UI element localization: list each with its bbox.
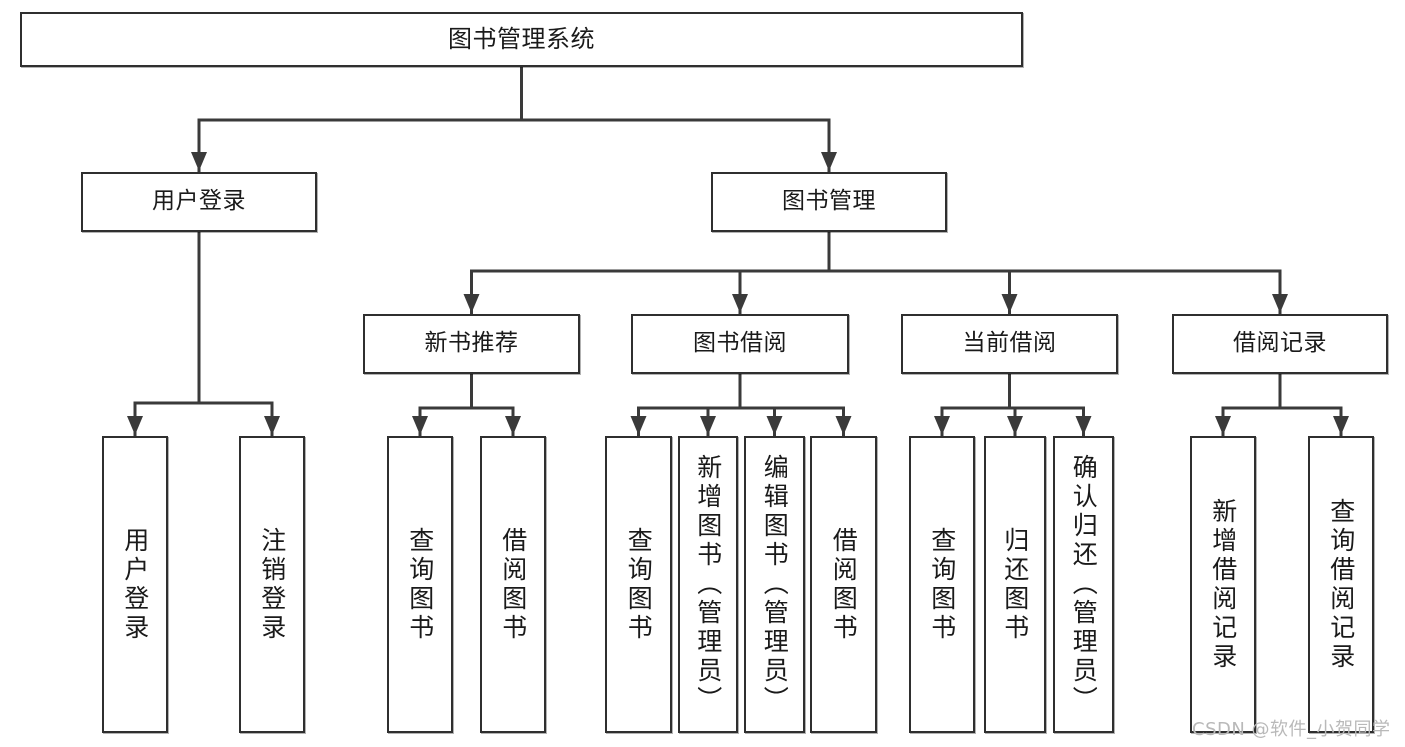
node-label: 借阅图书 (829, 526, 859, 643)
node-bookmgmt[interactable]: 图书管理 (711, 172, 947, 232)
arrowhead-icon (412, 416, 428, 435)
node-l-nb-query[interactable]: 查询图书 (387, 436, 453, 733)
arrowhead-icon (1075, 416, 1092, 435)
node-label: 图书管理系统 (448, 25, 595, 54)
node-label: 查询图书 (405, 526, 435, 643)
node-label: 注销登录 (257, 526, 287, 643)
node-l-creturn[interactable]: 归还图书 (984, 436, 1046, 733)
node-label: 查询借阅记录 (1326, 497, 1356, 672)
arrowhead-icon (934, 416, 950, 435)
node-l-radd[interactable]: 新增借阅记录 (1190, 436, 1256, 733)
arrowhead-icon (821, 152, 837, 171)
arrowhead-icon (127, 416, 143, 435)
node-l-bborrow[interactable]: 借阅图书 (810, 436, 877, 733)
node-label: 当前借阅 (962, 330, 1057, 357)
node-l-cq[interactable]: 查询图书 (909, 436, 975, 733)
node-label: 编辑图书（管理员） (760, 454, 790, 715)
arrowhead-icon (1007, 416, 1023, 435)
node-root[interactable]: 图书管理系统 (20, 12, 1023, 67)
node-login[interactable]: 用户登录 (81, 172, 317, 232)
node-label: 图书管理 (782, 188, 876, 215)
node-label: 用户登录 (120, 526, 150, 643)
arrowhead-icon (463, 294, 480, 313)
arrowhead-icon (700, 416, 716, 435)
node-label: 借阅记录 (1233, 330, 1327, 357)
node-current[interactable]: 当前借阅 (901, 314, 1118, 374)
node-records[interactable]: 借阅记录 (1172, 314, 1388, 374)
arrowhead-icon (1333, 416, 1349, 435)
node-l-cconfirm[interactable]: 确认归还（管理员） (1053, 436, 1114, 733)
node-label: 新增图书（管理员） (693, 454, 723, 715)
node-label: 归还图书 (1000, 526, 1030, 643)
node-l-badd[interactable]: 新增图书（管理员） (678, 436, 738, 733)
node-borrow[interactable]: 图书借阅 (631, 314, 849, 374)
node-label: 用户登录 (152, 188, 246, 215)
node-l-rquery[interactable]: 查询借阅记录 (1308, 436, 1374, 733)
node-newbook[interactable]: 新书推荐 (363, 314, 580, 374)
arrowhead-icon (766, 416, 783, 435)
node-label: 借阅图书 (498, 526, 528, 643)
node-l-logout[interactable]: 注销登录 (239, 436, 305, 733)
arrowhead-icon (264, 416, 280, 435)
arrowhead-icon (732, 294, 748, 313)
node-label: 查询图书 (624, 526, 654, 643)
node-l-nb-borrow[interactable]: 借阅图书 (480, 436, 546, 733)
node-label: 新书推荐 (424, 330, 519, 357)
arrowhead-icon (1215, 416, 1231, 435)
node-label: 确认归还（管理员） (1069, 454, 1099, 715)
arrowhead-icon (1272, 294, 1288, 313)
arrowhead-icon (630, 416, 647, 435)
node-label: 新增借阅记录 (1208, 497, 1238, 672)
node-l-login[interactable]: 用户登录 (102, 436, 168, 733)
arrowhead-icon (835, 416, 852, 435)
node-label: 查询图书 (927, 526, 957, 643)
node-l-bedit[interactable]: 编辑图书（管理员） (744, 436, 805, 733)
arrowhead-icon (1001, 294, 1018, 313)
arrowhead-icon (191, 152, 207, 171)
node-label: 图书借阅 (693, 330, 787, 357)
node-l-bq[interactable]: 查询图书 (605, 436, 672, 733)
arrowhead-icon (505, 416, 521, 435)
